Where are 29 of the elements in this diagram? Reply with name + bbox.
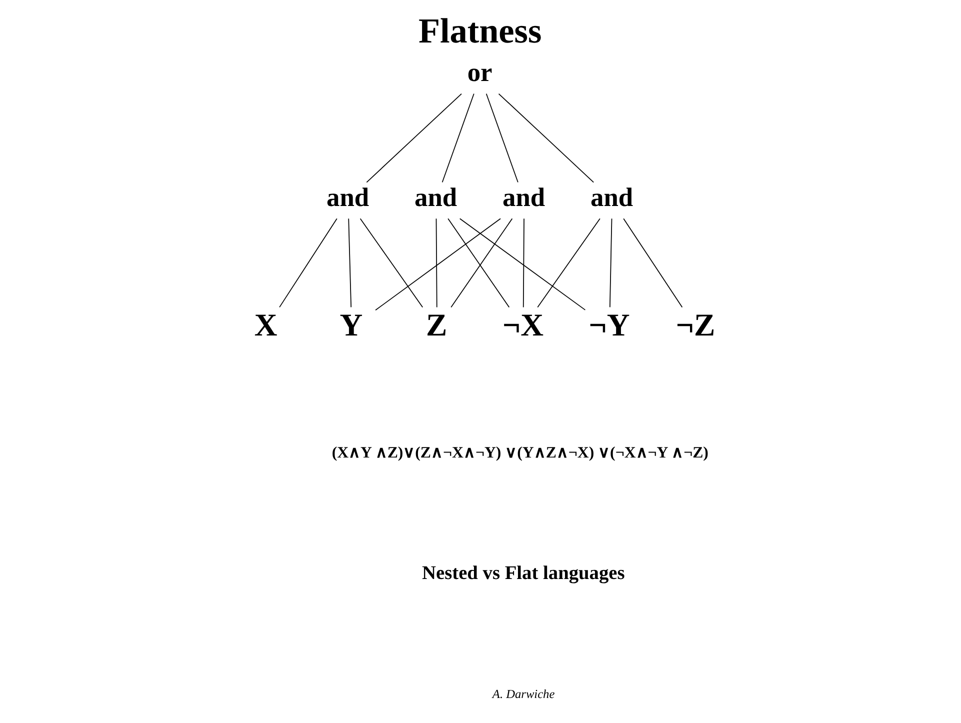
node-text: or — [466, 57, 492, 88]
connector — [359, 218, 423, 308]
label: (X∧Y ∧Z)∨(Z∧¬X∧¬Y) ∨(Y∧Z∧¬X) ∨(¬X∧¬Y ∧¬Z) — [331, 444, 708, 462]
connector — [498, 93, 594, 183]
node-text: X — [254, 307, 277, 342]
node-text: Y — [339, 307, 362, 342]
node-text: and — [414, 182, 457, 212]
connector — [536, 218, 600, 308]
connector — [278, 218, 337, 308]
label: Nested vs Flat languages — [422, 562, 624, 584]
connector — [522, 218, 524, 308]
connector — [435, 218, 437, 308]
node-text: ¬Y — [588, 307, 630, 342]
connector — [458, 218, 586, 310]
label: A. Darwiche — [492, 686, 554, 701]
node-text: ¬Z — [675, 307, 715, 342]
connector — [622, 218, 682, 308]
connector — [348, 218, 351, 308]
connector — [485, 93, 518, 183]
node-text: ¬X — [502, 307, 543, 342]
node-text: and — [590, 182, 633, 212]
connector — [441, 93, 474, 183]
diagram-title: Flatness — [418, 12, 542, 50]
node-text: and — [502, 182, 545, 212]
connector — [608, 218, 612, 308]
node-text: and — [326, 182, 369, 212]
connector — [374, 218, 500, 311]
connector — [366, 93, 462, 183]
node-text: Z — [426, 307, 447, 342]
